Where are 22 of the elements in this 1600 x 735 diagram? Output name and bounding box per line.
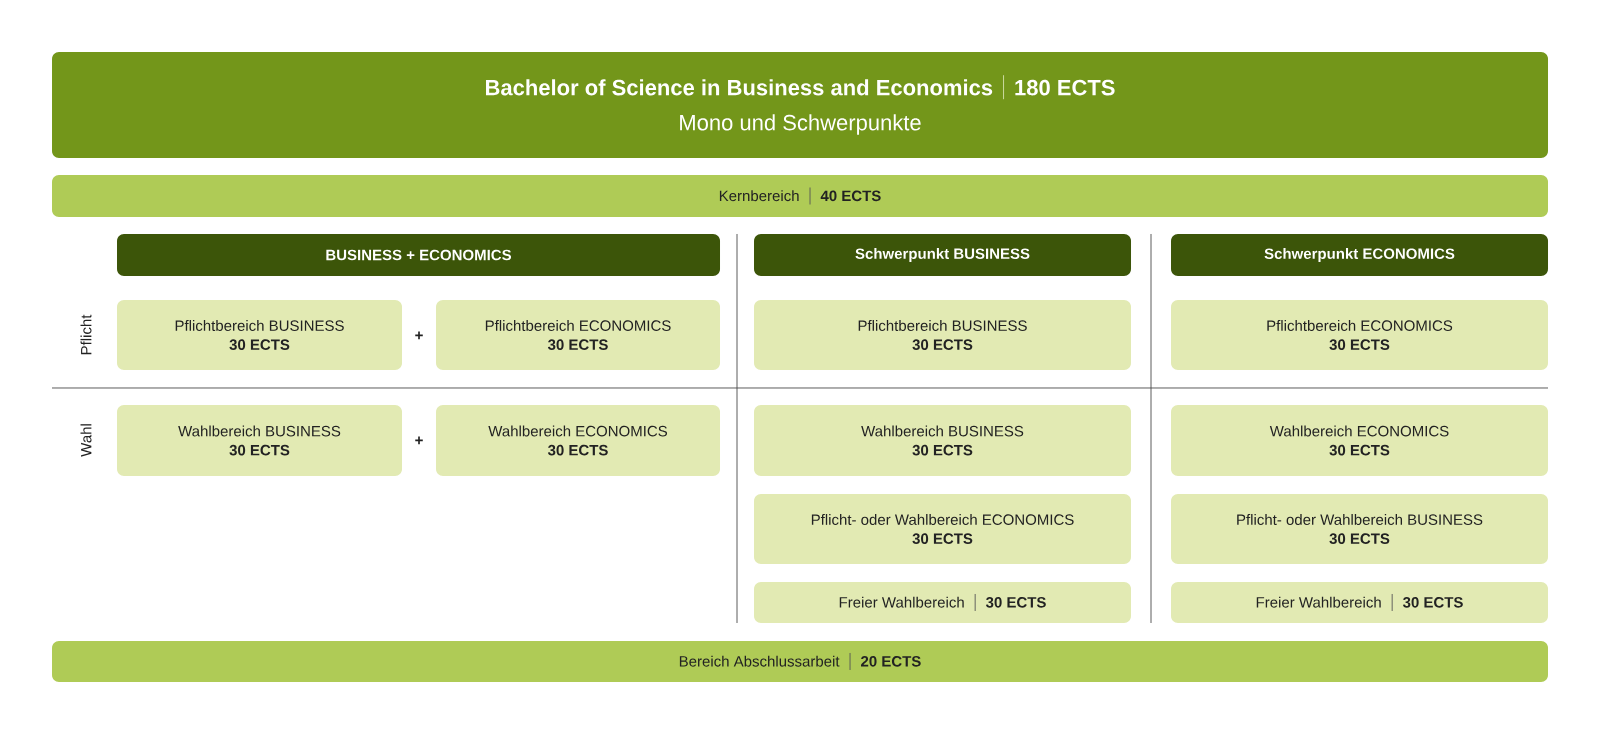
column-header: BUSINESS + ECONOMICS [117, 234, 720, 276]
module-box: Pflichtbereich BUSINESS 30 ECTS [117, 300, 402, 370]
module-box: Pflicht- oder Wahlbereich BUSINESS 30 ECTS [1171, 494, 1548, 564]
column-header: Schwerpunkt BUSINESS [754, 234, 1131, 276]
row-label: Wahl [80, 424, 92, 457]
module-box: Pflichtbereich ECONOMICS 30 ECTS [1171, 300, 1548, 370]
column-header: Schwerpunkt ECONOMICS [1171, 234, 1548, 276]
module-box: Freier Wahlbereich 30 ECTS [1171, 582, 1548, 623]
credit-bar: Kernbereich 40 ECTS [52, 175, 1548, 217]
module-box: Freier Wahlbereich 30 ECTS [754, 582, 1131, 623]
module-box: Wahlbereich ECONOMICS 30 ECTS [1171, 405, 1548, 476]
plus-sign: + [415, 436, 423, 445]
module-box: Wahlbereich ECONOMICS 30 ECTS [436, 405, 720, 476]
module-box: Pflichtbereich BUSINESS 30 ECTS [754, 300, 1131, 370]
plus-sign: + [415, 331, 423, 340]
module-box: Wahlbereich BUSINESS 30 ECTS [117, 405, 402, 476]
title-banner: Bachelor of Science in Business and Economics 180 ECTS Mono und Schwerpunkte [52, 52, 1548, 158]
module-box: Pflichtbereich ECONOMICS 30 ECTS [436, 300, 720, 370]
row-label: Pflicht [80, 314, 92, 355]
module-box: Pflicht- oder Wahlbereich ECONOMICS 30 ECTS [754, 494, 1131, 564]
credit-bar: Bereich Abschlussarbeit 20 ECTS [52, 641, 1548, 682]
module-box: Wahlbereich BUSINESS 30 ECTS [754, 405, 1131, 476]
